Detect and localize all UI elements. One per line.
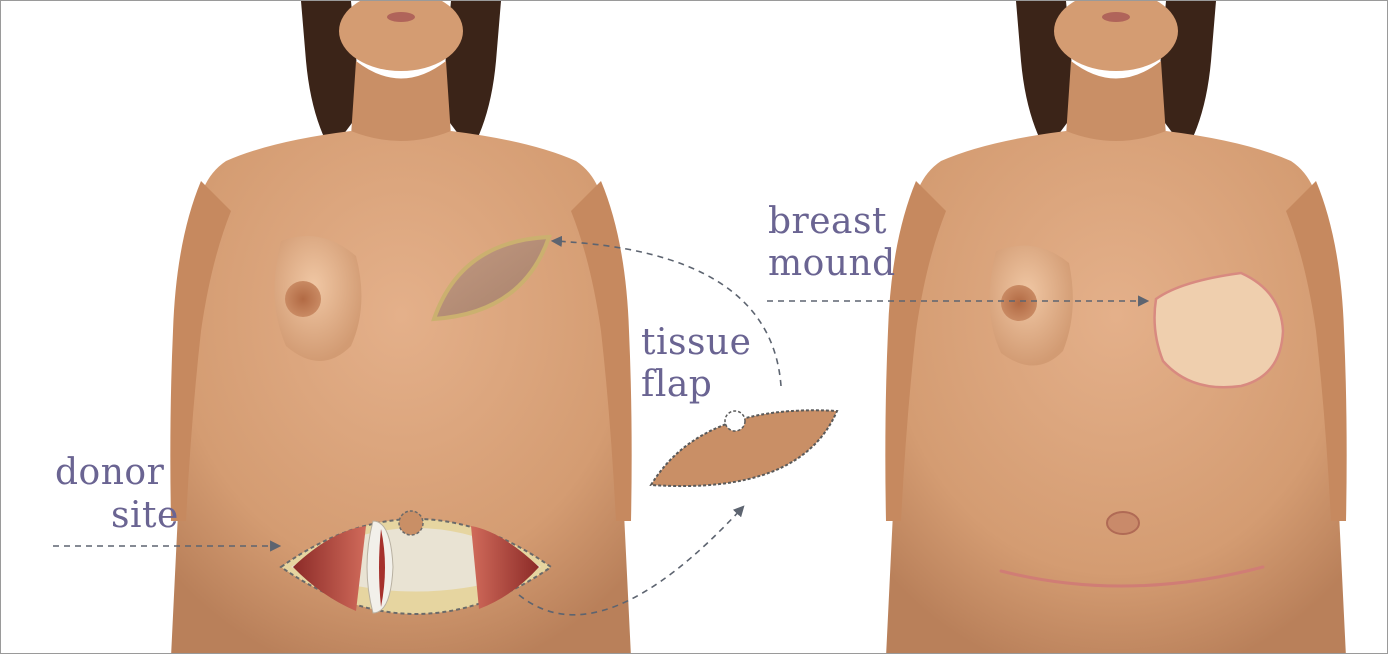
label-breast: breast — [768, 201, 887, 243]
label-site: site — [111, 495, 179, 537]
donor-umbilicus — [399, 511, 423, 535]
left-figure — [170, 1, 631, 654]
right-chin — [1054, 1, 1178, 71]
right-nipple — [1001, 285, 1037, 321]
tissue-flap — [651, 410, 837, 486]
label-mound: mound — [768, 243, 896, 285]
tissue-flap-hole — [725, 411, 745, 431]
label-flap: flap — [641, 364, 712, 406]
left-nipple — [285, 281, 321, 317]
left-chin — [339, 1, 463, 71]
reconstructed-breast-mound — [1155, 273, 1283, 387]
right-lips — [1102, 12, 1130, 22]
left-lips — [387, 12, 415, 22]
label-tissue: tissue — [641, 322, 751, 364]
right-figure — [885, 1, 1346, 654]
right-neck — [1066, 61, 1166, 149]
left-neck — [351, 61, 451, 149]
right-umbilicus — [1107, 512, 1139, 534]
label-donor: donor — [55, 452, 164, 494]
right-torso — [886, 131, 1346, 654]
